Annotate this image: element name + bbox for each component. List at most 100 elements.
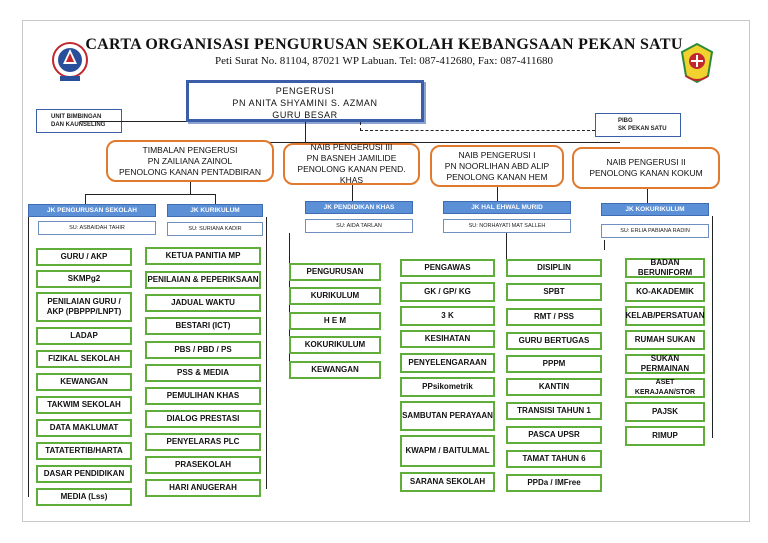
list-item: PASCA UPSR	[506, 426, 602, 444]
connector	[352, 185, 353, 201]
committee-secretary: SU: ERLIA PABIANA RADIN	[601, 224, 709, 238]
deputy-name: PN BASNEH JAMILIDE	[306, 153, 397, 163]
list-item: SPBT	[506, 283, 602, 301]
list-item: PPsikometrik	[400, 377, 495, 397]
connector	[190, 182, 191, 194]
list-item: TAKWIM SEKOLAH	[36, 396, 132, 414]
list-item: PENYELARAS PLC	[145, 433, 261, 451]
deputy-title: PENOLONG KANAN PEND. KHAS	[297, 164, 406, 185]
list-item: FIZIKAL SEKOLAH	[36, 350, 132, 368]
list-item: RMT / PSS	[506, 308, 602, 326]
deputy-box-timbalan: TIMBALAN PENGERUSI PN ZAILIANA ZAINOL PE…	[106, 140, 274, 182]
school-address: Peti Surat No. 81104, 87021 WP Labuan. T…	[215, 55, 553, 67]
pibg-line2: SK PEKAN SATU	[618, 126, 667, 132]
connector-dashed	[360, 130, 595, 131]
connector	[266, 217, 267, 489]
committee-secretary: SU: SURIANA KADIR	[167, 222, 263, 236]
connector	[305, 122, 306, 142]
connector	[604, 240, 605, 250]
list-item: KEWANGAN	[36, 373, 132, 391]
list-item: TAMAT TAHUN 6	[506, 450, 602, 468]
list-item: PENGURUSAN	[289, 263, 381, 281]
committee-secretary: SU: ASBAIDAH TAHIR	[38, 221, 156, 235]
list-item: PSS & MEDIA	[145, 364, 261, 382]
chair-title: GURU BESAR	[272, 110, 338, 120]
list-item: PENILAIAN GURU / AKP (PBPPP/LNPT)	[36, 292, 132, 322]
deputy-name: PN ZAILIANA ZAINOL	[147, 155, 233, 166]
list-item: PPPM	[506, 355, 602, 373]
list-item: PPDa / IMFree	[506, 474, 602, 492]
list-item: KETUA PANITIA MP	[145, 247, 261, 265]
list-item: LADAP	[36, 327, 132, 345]
list-item: KWAPM / BAITULMAL	[400, 435, 495, 467]
list-item: KO-AKADEMIK	[625, 282, 705, 302]
connector	[712, 216, 713, 438]
committee-header-hem: JK HAL EHWAL MURID	[443, 201, 571, 214]
list-item: 3 K	[400, 306, 495, 326]
chart-title: CARTA ORGANISASI PENGURUSAN SEKOLAH KEBA…	[85, 36, 683, 53]
list-item: HARI ANUGERAH	[145, 479, 261, 497]
list-item: PEMULIHAN KHAS	[145, 387, 261, 405]
deputy-role: NAIB PENGERUSI III	[310, 142, 393, 152]
deputy-box-naib-2: NAIB PENGERUSI II PENOLONG KANAN KOKUM	[572, 147, 720, 189]
committee-header-pend-khas: JK PENDIDIKAN KHAS	[305, 201, 413, 214]
deputy-title: PENOLONG KANAN PENTADBIRAN	[118, 166, 261, 177]
list-item: DISIPLIN	[506, 259, 602, 277]
connector	[190, 142, 620, 143]
connector	[215, 194, 216, 204]
list-item: JADUAL WAKTU	[145, 294, 261, 312]
list-item: GURU BERTUGAS	[506, 332, 602, 350]
list-item: BADAN BERUNIFORM	[625, 258, 705, 278]
list-item: GK / GP/ KG	[400, 282, 495, 302]
list-item: DASAR PENDIDIKAN	[36, 465, 132, 483]
deputy-role: TIMBALAN PENGERUSI	[142, 144, 238, 155]
deputy-box-naib-1: NAIB PENGERUSI I PN NOORLIHAN ABD ALIP P…	[430, 145, 564, 187]
list-item: GURU / AKP	[36, 248, 132, 266]
deputy-box-naib-3: NAIB PENGERUSI III PN BASNEH JAMILIDE PE…	[283, 142, 420, 185]
committee-header-kurikulum: JK KURIKULUM	[167, 204, 263, 217]
connector	[506, 233, 507, 259]
list-item: PRASEKOLAH	[145, 456, 261, 474]
connector	[497, 187, 498, 201]
committee-header-kokurikulum: JK KOKURIKULUM	[601, 203, 709, 216]
chair-name: PN ANITA SHYAMINI S. AZMAN	[232, 98, 378, 108]
list-item: KANTIN	[506, 378, 602, 396]
list-item: PAJSK	[625, 402, 705, 422]
list-item: TRANSISI TAHUN 1	[506, 402, 602, 420]
list-item: H E M	[289, 312, 381, 330]
connector	[85, 194, 86, 204]
connector	[28, 217, 29, 497]
list-item: DATA MAKLUMAT	[36, 419, 132, 437]
deputy-role: NAIB PENGERUSI II	[606, 157, 686, 167]
list-item: SKMPg2	[36, 270, 132, 288]
list-item: PBS / PBD / PS	[145, 341, 261, 359]
list-item: KESIHATAN	[400, 330, 495, 348]
pibg-line1: PIBG	[618, 118, 633, 124]
ministry-logo	[52, 42, 88, 81]
school-crest-logo	[680, 42, 714, 84]
connector	[647, 189, 648, 203]
connector-dashed	[360, 122, 361, 131]
list-item: SAMBUTAN PERAYAAN	[400, 401, 495, 431]
deputy-role: NAIB PENGERUSI I	[458, 149, 536, 160]
list-item: SUKAN PERMAINAN	[625, 354, 705, 374]
committee-header-pengurusan: JK PENGURUSAN SEKOLAH	[28, 204, 156, 217]
list-item: TATATERTIB/HARTA	[36, 442, 132, 460]
deputy-title: PENOLONG KANAN HEM	[446, 171, 548, 182]
list-item: ASET KERAJAAN/STOR	[625, 378, 705, 398]
list-item: PENGAWAS	[400, 259, 495, 277]
deputy-name: PENOLONG KANAN KOKUM	[589, 168, 703, 178]
list-item: KELAB/PERSATUAN	[625, 306, 705, 326]
list-item: MEDIA (Lss)	[36, 488, 132, 506]
chair-box: PENGERUSI PN ANITA SHYAMINI S. AZMAN GUR…	[186, 80, 424, 122]
list-item: BESTARI (ICT)	[145, 317, 261, 335]
list-item: KOKURIKULUM	[289, 336, 381, 354]
list-item: KURIKULUM	[289, 287, 381, 305]
list-item: PENYELENGARAAN	[400, 353, 495, 373]
committee-secretary: SU: AIDA TARLAN	[305, 219, 413, 233]
list-item: PENILAIAN & PEPERIKSAAN	[145, 271, 261, 289]
list-item: SARANA SEKOLAH	[400, 472, 495, 492]
deputy-name: PN NOORLIHAN ABD ALIP	[444, 160, 550, 171]
list-item: KEWANGAN	[289, 361, 381, 379]
unit-line2: DAN KAUNSELING	[51, 122, 106, 128]
